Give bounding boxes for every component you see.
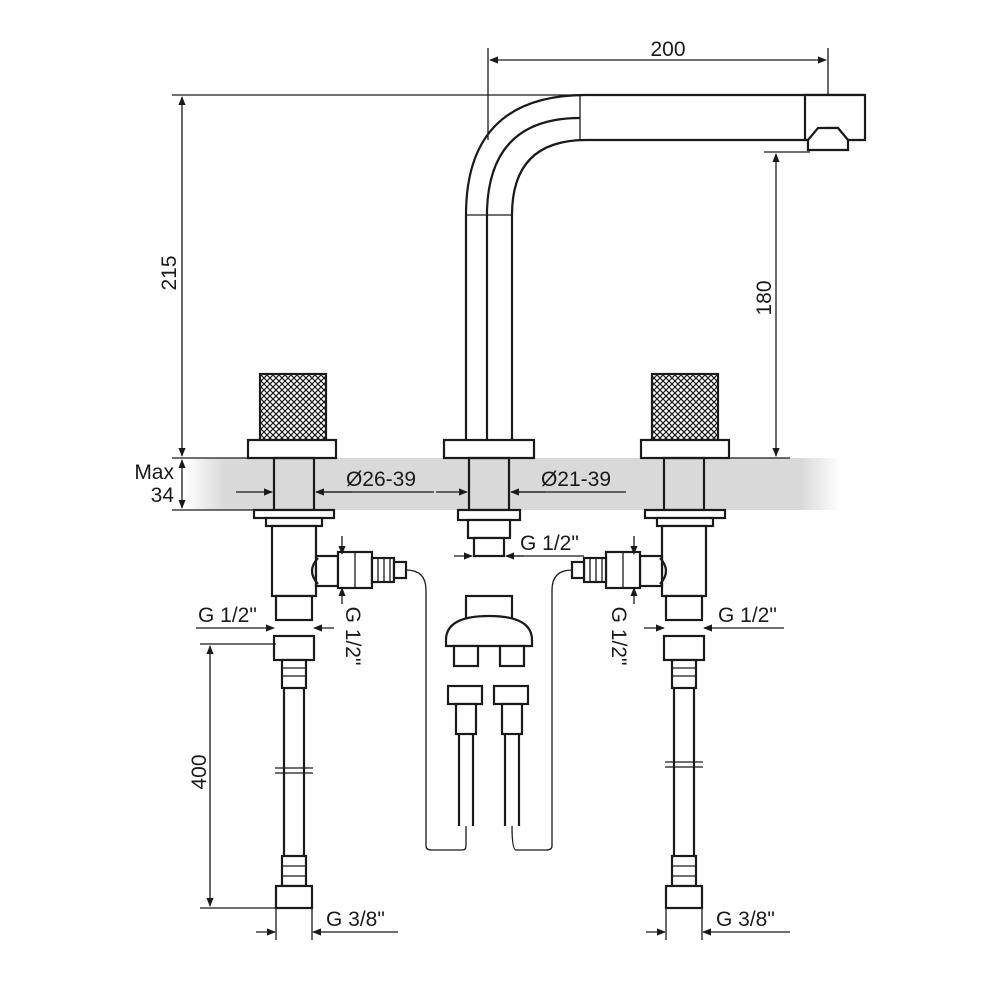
dim-spout-reach [487,48,829,140]
right-hose [662,634,706,910]
deck-band [185,458,840,510]
label-spout-height: 180 [753,280,776,315]
left-hose [272,634,316,910]
dim-spout-height [726,151,810,459]
label-deck-max-value: 34 [151,484,175,507]
label-left-inlet-thread: G 1/2" [198,604,257,627]
dim-total-height [172,94,580,459]
center-shank [456,456,522,558]
label-right-side-thread: G 1/2" [607,607,630,666]
dim-hose-length [200,643,276,909]
mixer-tee [444,594,534,826]
label-left-hose-end: G 3/8" [326,908,385,931]
dim-left-hose-end [256,908,398,940]
left-handle [246,372,408,622]
left-connector-tube [405,569,467,851]
label-spout-reach: 200 [650,38,685,61]
right-handle [570,372,731,622]
right-connector-tube [511,569,573,851]
label-hose-length: 400 [188,754,211,789]
dim-right-hose-end [646,908,790,940]
spout [442,93,867,460]
label-center-thread: G 1/2" [520,532,579,555]
label-right-hose-end: G 3/8" [716,908,775,931]
label-left-side-thread: G 1/2" [341,607,364,666]
label-right-inlet-thread: G 1/2" [718,604,777,627]
label-hole-left: Ø26-39 [346,468,416,491]
label-deck-max: Max [134,461,174,484]
label-total-height: 215 [158,255,181,290]
label-hole-center: Ø21-39 [541,468,611,491]
dim-deck-thickness [172,459,254,511]
